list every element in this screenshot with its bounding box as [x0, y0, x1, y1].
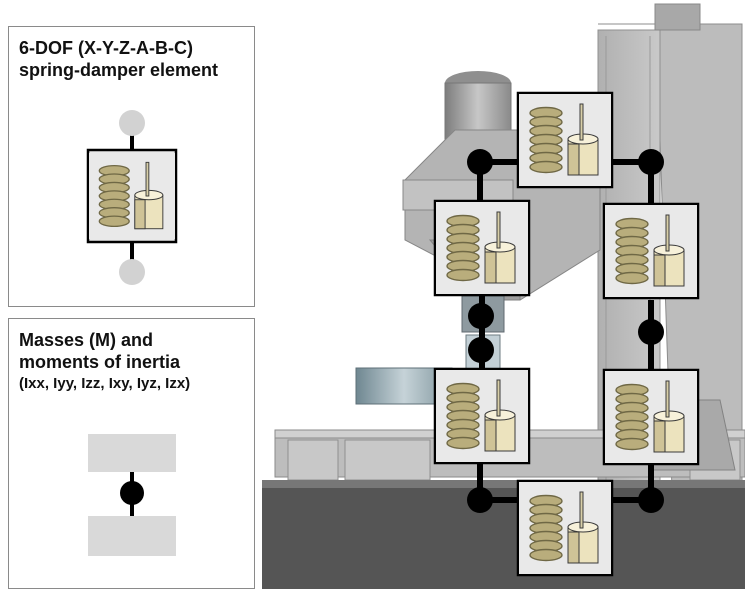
legend-spring-damper-symbol — [86, 110, 178, 285]
mass-legend-title: Masses (M) and moments of inertia (Ixx, … — [19, 329, 190, 395]
spring-damper-lower-right — [604, 370, 698, 464]
mass-node — [638, 149, 664, 175]
spring-damper-top — [518, 93, 612, 187]
mass-node — [468, 303, 494, 329]
spring-damper-upper-right — [604, 204, 698, 298]
spring-damper-bottom — [518, 481, 612, 575]
ghost-node-top — [119, 110, 145, 136]
mass-block-bottom — [88, 516, 176, 556]
mass-legend-title-line-2: moments of inertia — [19, 352, 181, 372]
mass-block-top — [88, 434, 176, 472]
mass-node — [638, 487, 664, 513]
mass-legend-title-line-3: (Ixx, Iyy, Izz, Ixy, Iyz, Izx) — [19, 375, 191, 392]
spring-damper-lower-left — [435, 369, 529, 463]
mass-node-symbol — [120, 481, 144, 505]
spring-legend-title-line-1: 6-DOF (X-Y-Z-A-B-C) — [19, 38, 193, 58]
mass-node — [467, 487, 493, 513]
legend-mass-symbol — [88, 434, 176, 556]
mass-nodes — [467, 149, 664, 513]
ghost-node-bottom — [119, 259, 145, 285]
spring-legend-title-line-2: spring-damper element — [19, 60, 219, 80]
spring-damper-legend-title: 6-DOF (X-Y-Z-A-B-C) spring-damper elemen… — [19, 37, 218, 81]
mass-node — [467, 149, 493, 175]
mass-node — [638, 319, 664, 345]
mass-node — [468, 337, 494, 363]
spring-damper-upper-left — [435, 201, 529, 295]
mass-legend-title-line-1: Masses (M) and — [19, 330, 154, 350]
